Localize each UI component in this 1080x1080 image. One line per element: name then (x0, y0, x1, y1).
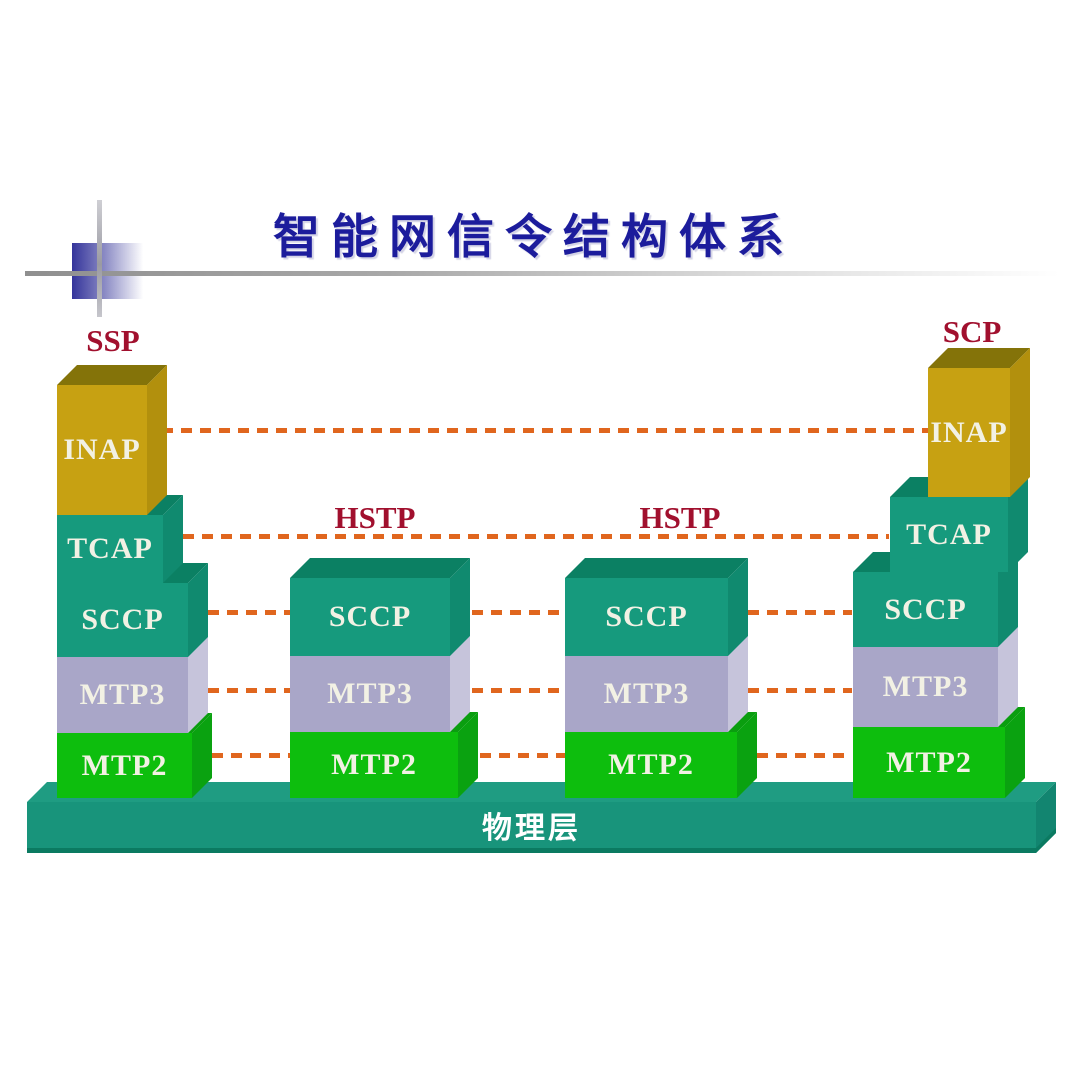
scp-mtp3-label: MTP3 (882, 670, 969, 703)
hstp1-mtp3-label: MTP3 (327, 677, 413, 710)
ssp-sccp-label: SCCP (81, 603, 164, 636)
hstp1-sccp-label: SCCP (328, 600, 412, 633)
hstp2-sccp-front-face: SCCP (565, 578, 728, 656)
hstp1-sccp-top-face (290, 558, 470, 578)
scp-inap-block: INAP (928, 348, 1030, 497)
ssp-tcap-front-face: TCAP (57, 515, 163, 583)
scp-mtp2-front-face: MTP2 (853, 727, 1005, 798)
ssp-sccp-front-face: SCCP (57, 583, 188, 657)
ssp-sccp-block: SCCP (57, 563, 208, 657)
scp-inap-front-face: INAP (928, 368, 1010, 497)
scp-mtp2-block: MTP2 (853, 707, 1025, 798)
hstp1-mtp2-label: MTP2 (331, 748, 417, 781)
decoration-vertical-rule (97, 200, 102, 317)
scp-sccp-label: SCCP (884, 592, 967, 626)
ssp-inap-front-face: INAP (57, 385, 147, 515)
scp-tcap-block: TCAP (890, 477, 1028, 572)
ssp-mtp2-block: MTP2 (57, 713, 212, 798)
scp-node-label: SCP (942, 314, 1002, 349)
hstp2-sccp-label: SCCP (605, 600, 688, 633)
ssp-mtp3-label: MTP3 (79, 678, 166, 711)
ssp-mtp2-label: MTP2 (81, 748, 168, 782)
hstp1-sccp-front-face: SCCP (290, 578, 450, 656)
scp-mtp2-label: MTP2 (886, 745, 972, 779)
sccp-link-line-2 (472, 610, 565, 615)
hstp1-mtp2-front-face: MTP2 (290, 732, 458, 798)
sccp-link-line-1 (208, 610, 290, 615)
ssp-tcap-block: TCAP (57, 495, 183, 583)
hstp2-mtp3-block: MTP3 (565, 636, 748, 732)
scp-mtp3-block: MTP3 (853, 627, 1018, 727)
hstp2-mtp3-label: MTP3 (603, 677, 690, 710)
physical-layer-bar: 物理层 (27, 782, 1056, 853)
ssp-inap-side-face (147, 365, 167, 515)
hstp2-mtp2-block: MTP2 (565, 712, 757, 798)
ssp-mtp3-block: MTP3 (57, 637, 208, 733)
hstp2-sccp-top-face (565, 558, 748, 578)
scp-mtp3-front-face: MTP3 (853, 647, 998, 727)
slide-title: 智能网信令结构体系 (273, 210, 795, 263)
ssp-mtp2-front-face: MTP2 (57, 733, 192, 798)
tcap-link-line (183, 534, 889, 539)
physical-layer-label: 物理层 (482, 812, 581, 845)
ssp-mtp3-front-face: MTP3 (57, 657, 188, 733)
mtp2-link-line-2 (480, 753, 565, 758)
mtp3-link-line-2 (472, 688, 565, 693)
decoration-horizontal-rule (25, 271, 1060, 276)
hstp1-sccp-block: SCCP (290, 558, 470, 656)
hstp2-mtp2-label: MTP2 (608, 748, 694, 781)
scp-inap-side-face (1010, 348, 1030, 497)
hstp1-mtp3-front-face: MTP3 (290, 656, 450, 732)
inap-link-line (162, 428, 928, 433)
mtp3-link-line-3 (748, 688, 852, 693)
ssp-inap-block: INAP (57, 365, 167, 515)
scp-tcap-label: TCAP (906, 517, 992, 551)
scp-inap-label: INAP (930, 415, 1008, 449)
hstp1-mtp2-block: MTP2 (290, 712, 478, 798)
hstp2-sccp-block: SCCP (565, 558, 748, 656)
hstp2-mtp2-front-face: MTP2 (565, 732, 737, 798)
physical-layer-bar-front-face: 物理层 (27, 802, 1036, 853)
hstp1-node-label: HSTP (334, 500, 416, 535)
mtp2-link-line-3 (757, 753, 852, 758)
mtp3-link-line-1 (208, 688, 290, 693)
hstp2-mtp3-front-face: MTP3 (565, 656, 728, 732)
mtp2-link-line-1 (212, 753, 290, 758)
scp-sccp-block: SCCP (853, 552, 1018, 647)
scp-sccp-front-face: SCCP (853, 572, 998, 647)
hstp1-mtp3-block: MTP3 (290, 636, 470, 732)
hstp2-node-label: HSTP (639, 500, 721, 535)
ssp-node-label: SSP (86, 323, 140, 358)
sccp-link-line-3 (748, 610, 852, 615)
ssp-inap-label: INAP (63, 433, 141, 466)
ssp-tcap-label: TCAP (67, 532, 153, 565)
scp-tcap-front-face: TCAP (890, 497, 1008, 572)
